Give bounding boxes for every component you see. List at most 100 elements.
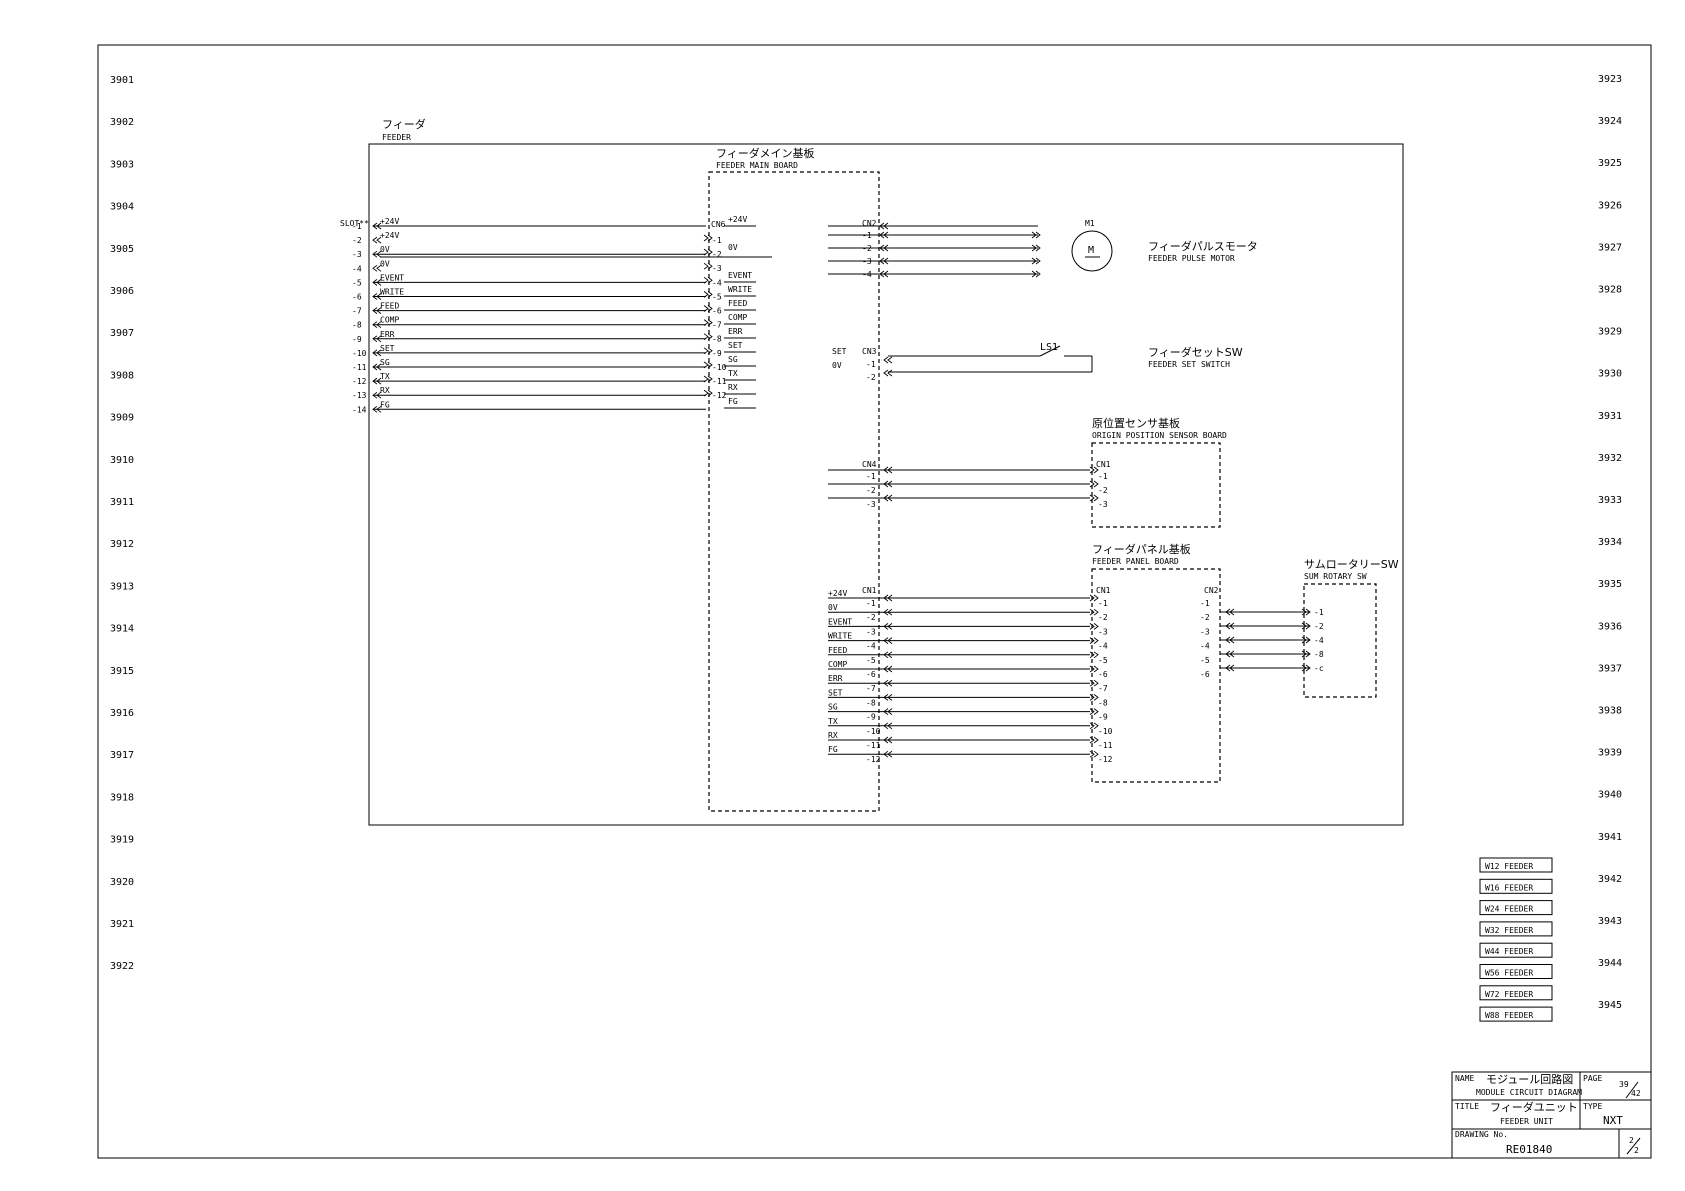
slot-pin: -11 (352, 363, 367, 372)
connector-pin-mark (1089, 708, 1099, 715)
line-number: 3906 (110, 286, 134, 297)
panel-board-label-jp: フィーダパネル基板 (1092, 542, 1191, 556)
connector-pin-mark (703, 234, 713, 242)
line-number: 3910 (110, 455, 134, 466)
slot-signal: +24V (380, 217, 399, 226)
page-total: 42 (1631, 1089, 1641, 1098)
line-number: 3919 (110, 835, 134, 846)
panel-board-label-en: FEEDER PANEL BOARD (1092, 557, 1179, 566)
slot-pin: -1 (352, 222, 362, 231)
line-number: 3920 (110, 877, 134, 888)
cn4-label: CN4 (862, 460, 877, 469)
line-number: 3942 (1598, 874, 1622, 885)
left-line-numbers: 3901390239033904390539063907390839093910… (110, 75, 134, 972)
connector-pin-mark (1089, 722, 1099, 730)
feeder-type-label: W16 FEEDER (1485, 883, 1533, 892)
line-number: 3944 (1598, 958, 1622, 969)
rotary-pin: -1 (1314, 608, 1324, 617)
line-number: 3940 (1598, 790, 1622, 801)
origin-cn1-label: CN1 (1096, 460, 1111, 469)
feeder-label-en: FEEDER (382, 133, 411, 142)
feeder-type-box (1479, 921, 1553, 937)
line-number: 3923 (1598, 74, 1622, 85)
drawing-label: DRAWING No. (1455, 1130, 1508, 1139)
cn6-pin: -9 (712, 349, 722, 358)
connector-pin-mark (1089, 665, 1099, 673)
connector-pin-mark (1301, 650, 1311, 658)
line-number: 3929 (1598, 327, 1622, 338)
cn4-connector: -1-1-2-2-3-3 (828, 466, 1108, 509)
cn6-signal: RX (728, 383, 738, 392)
panel-cn2-pin: -3 (1200, 627, 1210, 636)
cn1-signal: WRITE (828, 632, 852, 641)
panel-cn1-pin: -5 (1098, 656, 1108, 665)
cn4-pin: -2 (866, 486, 876, 495)
origin-pin: -1 (1098, 472, 1108, 481)
panel-cn1-pin: -8 (1098, 698, 1108, 707)
cn6-signal: SET (728, 341, 743, 350)
panel-cn1-pin: -1 (1098, 599, 1108, 608)
connector-pin-mark (883, 736, 893, 744)
cn1-pin: -5 (866, 656, 876, 665)
connector-pin-mark (1031, 257, 1041, 265)
origin-pin: -3 (1098, 500, 1108, 509)
switch-contact (1039, 345, 1061, 357)
line-number: 3934 (1598, 537, 1622, 548)
drawing-value: RE01840 (1506, 1143, 1552, 1156)
cn1-pin: -12 (866, 755, 881, 764)
cn6-pin: -4 (712, 278, 722, 287)
connector-pin-mark (703, 291, 713, 298)
feeder-type-label: W24 FEEDER (1485, 905, 1533, 914)
title-en: FEEDER UNIT (1500, 1117, 1553, 1126)
panel-cn1-pin: -11 (1098, 741, 1113, 750)
panel-cn1-pin: -2 (1098, 613, 1108, 622)
cn6-connector: -1-2-3-4-5-6-7-8-9-10-11-12+24V0VEVENTWR… (703, 215, 756, 409)
line-number: 3939 (1598, 748, 1622, 759)
slot-pin: -13 (352, 391, 367, 400)
connector-pin-mark (703, 262, 713, 270)
cn1-signal: RX (828, 731, 838, 740)
feeder-type-label: W32 FEEDER (1485, 926, 1533, 935)
line-number: 3922 (110, 961, 134, 972)
cn6-pin: -8 (712, 335, 722, 344)
panel-cn2-label: CN2 (1204, 586, 1219, 595)
line-number: 3933 (1598, 495, 1622, 506)
panel-cn2-pin: -4 (1200, 642, 1210, 651)
sum-rotary-label-en: SUM ROTARY SW (1304, 572, 1367, 581)
connector-pin-mark (883, 750, 893, 758)
cn6-label: CN6 (711, 220, 726, 229)
cn6-pin: -6 (712, 307, 722, 316)
feeder-type-box (1479, 964, 1553, 979)
line-number: 3936 (1598, 621, 1622, 632)
cn2-label: CN2 (862, 219, 877, 228)
connector-pin-mark (703, 276, 713, 284)
line-number: 3921 (110, 919, 134, 930)
slot-signal: 0V (380, 259, 390, 268)
switch-ref: LS1 (1040, 342, 1058, 353)
cn3-pin: -2 (866, 373, 876, 382)
connector-pin-mark (883, 608, 893, 616)
title-block: NAME モジュール回路図 MODULE CIRCUIT DIAGRAM PAG… (1451, 1071, 1652, 1159)
line-number: 3902 (110, 117, 134, 128)
cn3-label: CN3 (862, 347, 877, 356)
connector-pin-mark (703, 319, 713, 326)
cn3-pin: -1 (866, 360, 876, 369)
switch-label-en: FEEDER SET SWITCH (1148, 360, 1230, 369)
connector-pin-mark (883, 594, 893, 602)
panel-cn1-pin: -12 (1098, 755, 1113, 764)
feeder-type-box (1479, 878, 1553, 894)
cn1-signal: EVENT (828, 617, 852, 626)
motor-symbol-letter: M (1088, 245, 1094, 256)
connector-pin-mark (883, 637, 893, 644)
line-number: 3938 (1598, 706, 1622, 717)
slot-pin: -2 (352, 236, 362, 245)
page-label: PAGE (1583, 1074, 1602, 1083)
slot-pin: -6 (352, 293, 362, 302)
feeder-type-box (1479, 942, 1553, 958)
connector-pin-mark (1089, 466, 1099, 474)
slot-signal: SG (380, 358, 390, 367)
cn1-pin: -3 (866, 627, 876, 636)
line-number: 3911 (110, 497, 134, 508)
